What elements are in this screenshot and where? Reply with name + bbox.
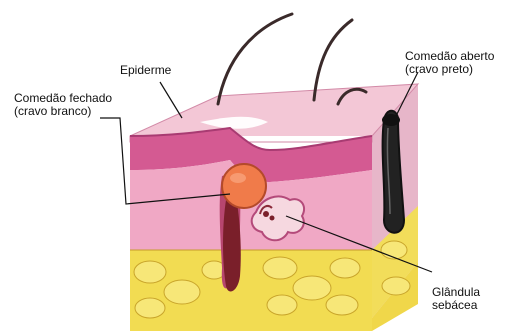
label-open-comedone-line2: (cravo preto) <box>405 63 494 76</box>
label-closed-comedone-line2: (cravo branco) <box>14 105 112 118</box>
skin-top-surface <box>130 84 418 142</box>
label-epidermis-text: Epiderme <box>120 64 171 77</box>
label-open-comedone: Comedão aberto (cravo preto) <box>405 50 494 76</box>
label-sebaceous-gland-line2: sebácea <box>432 299 480 312</box>
label-sebaceous-gland: Glândula sebácea <box>432 286 480 312</box>
label-epidermis: Epiderme <box>120 64 171 77</box>
label-closed-comedone: Comedão fechado (cravo branco) <box>14 92 112 118</box>
